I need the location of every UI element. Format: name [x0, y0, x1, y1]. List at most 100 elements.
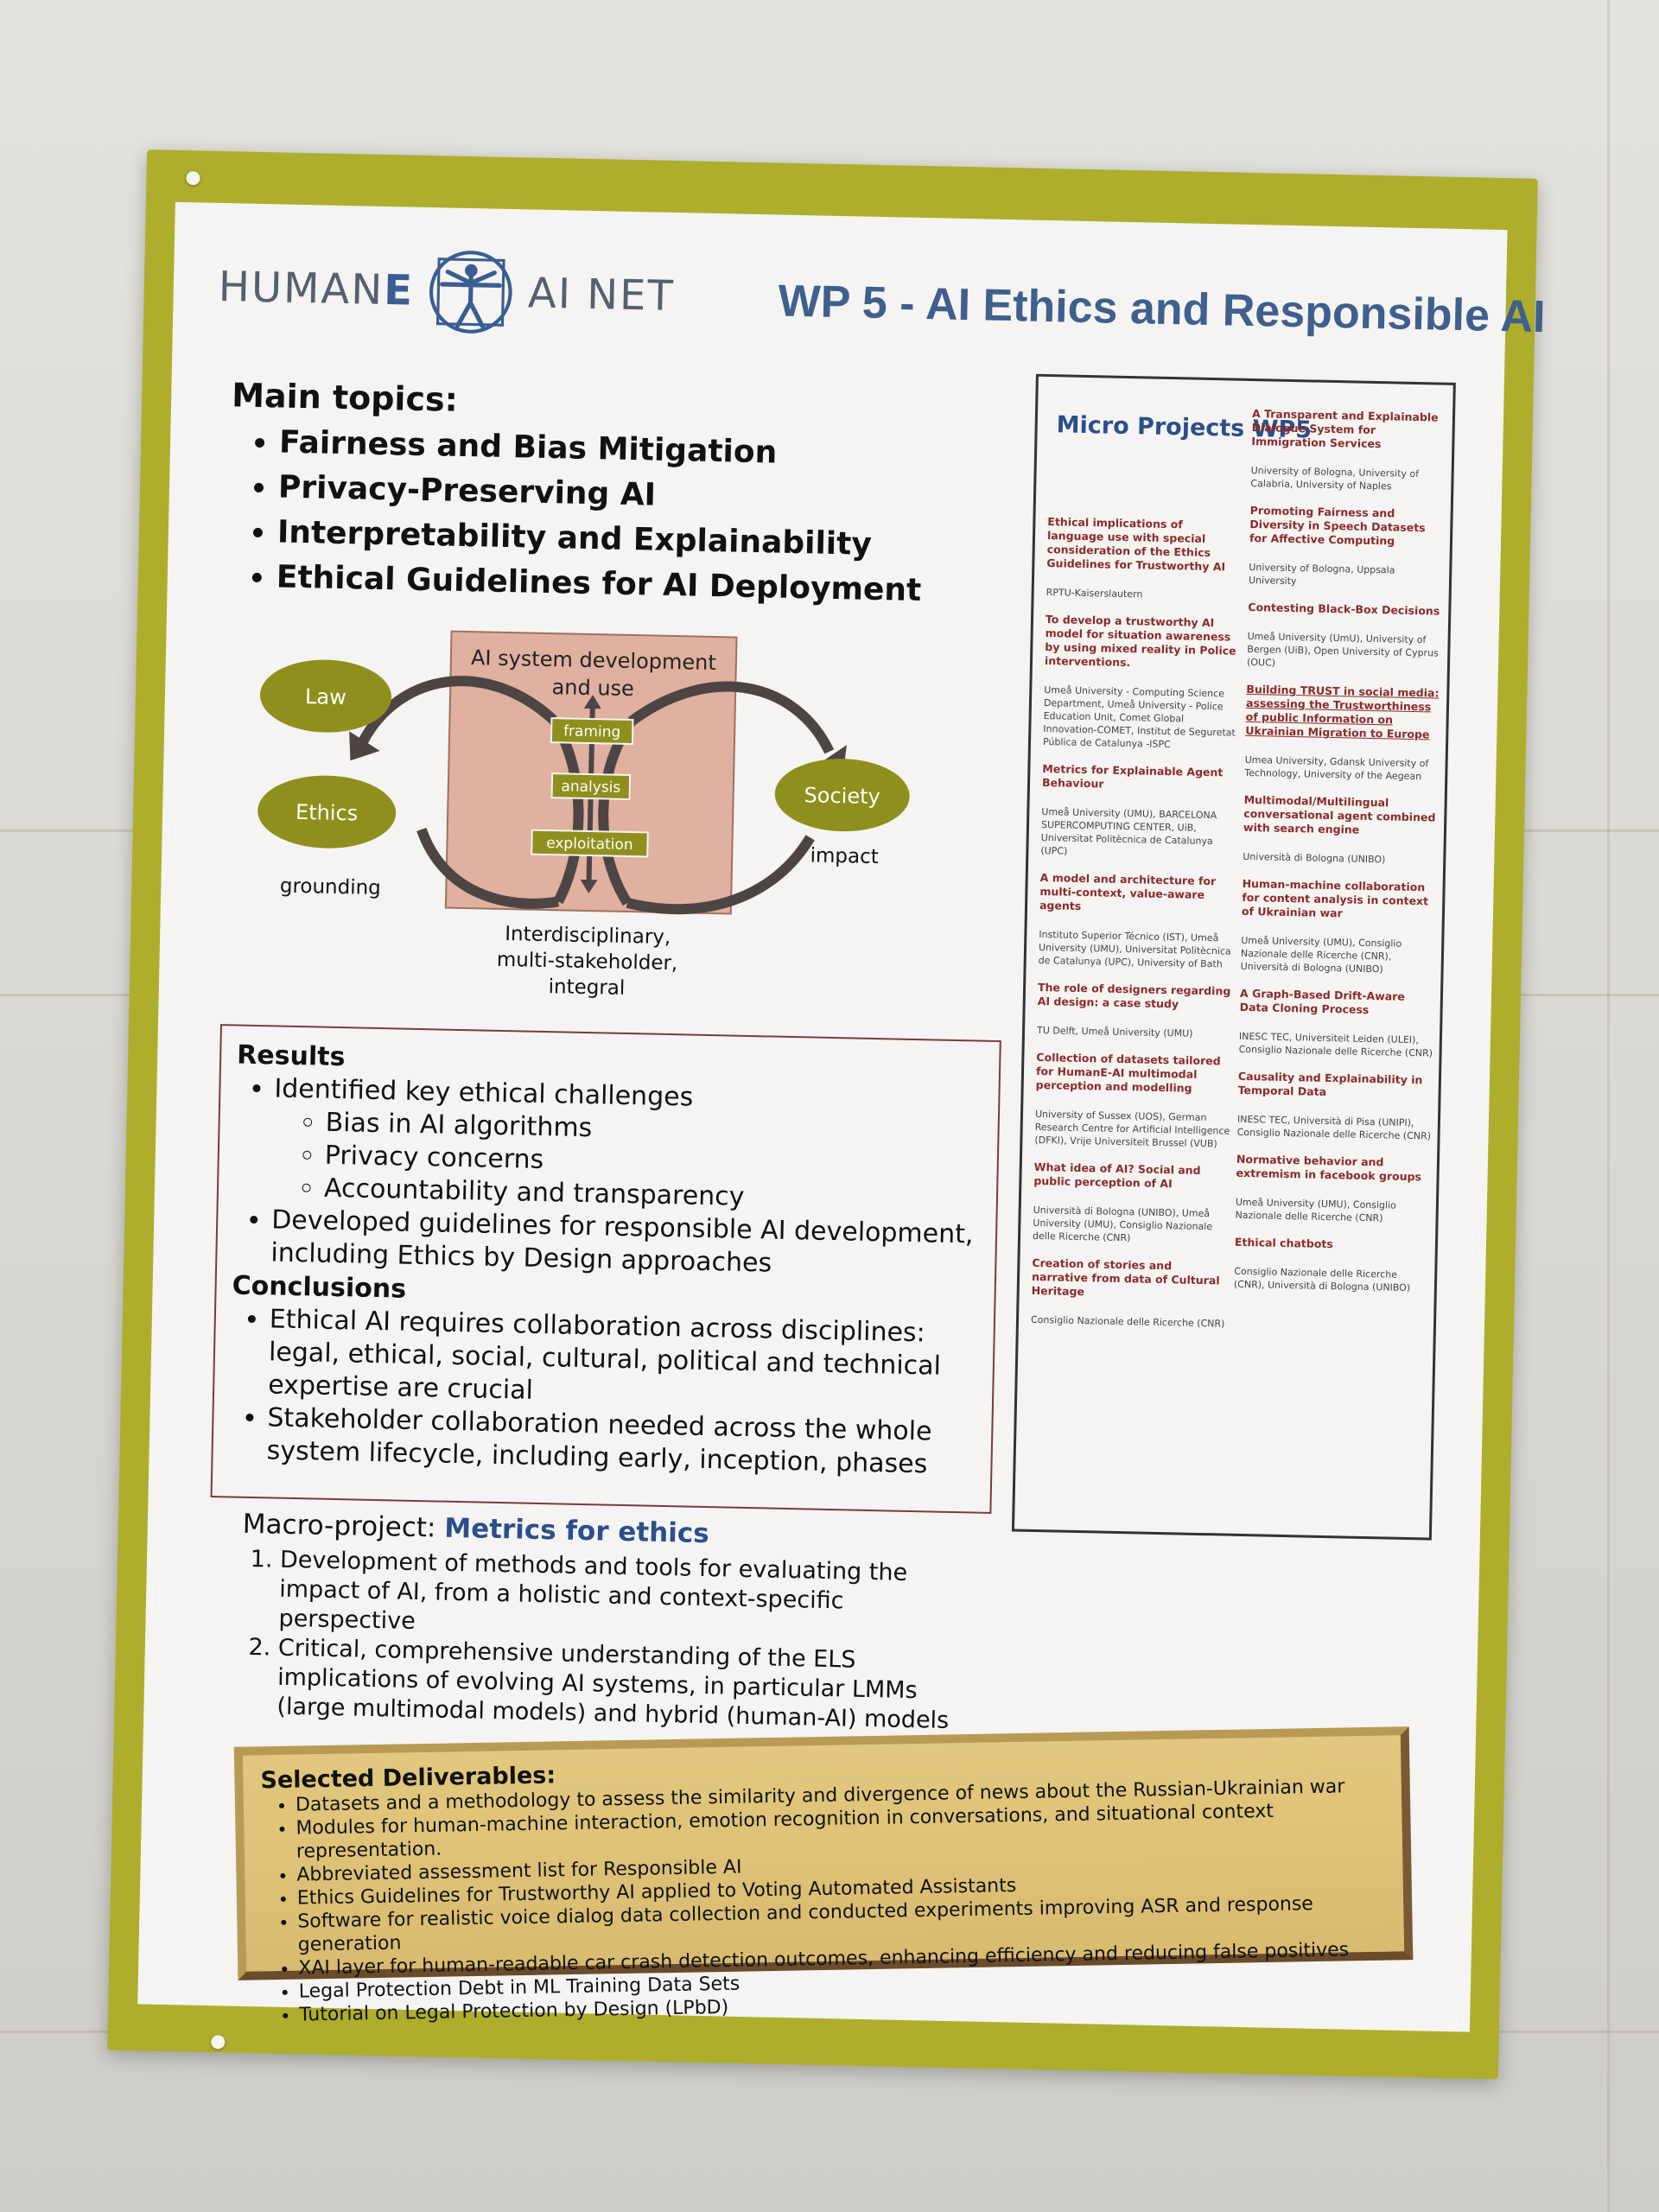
micro-project-institutions: Umeå University (UmU), University of Ber…	[1246, 630, 1439, 669]
micro-project-title: Creation of stories and narrative from d…	[1031, 1255, 1220, 1299]
node-society-label: Society	[804, 783, 880, 809]
stage-framing-box	[550, 717, 634, 746]
micro-project-institutions: University of Bologna, Uppsala Universit…	[1248, 561, 1395, 588]
micro-project-title: Ethical chatbots	[1234, 1235, 1333, 1251]
arrow-up	[583, 695, 601, 709]
arrow-down	[580, 879, 598, 894]
poster: HUMANE AI NET WP 5 - AI Ethics and Respo…	[107, 149, 1546, 2080]
results-box: Results Identified key ethical challenge…	[210, 1024, 1001, 1514]
micro-projects-panel: Micro Projects WP5 Ethical implications …	[1011, 373, 1456, 1541]
results-sublist: Bias in AI algorithms Privacy concerns A…	[272, 1105, 982, 1218]
micro-project: Ethical implications of language use wit…	[1046, 515, 1243, 603]
stage-analysis-box	[550, 772, 632, 801]
micro-project: Multimodal/Multilingual conversational a…	[1243, 793, 1440, 868]
label-impact: impact	[810, 844, 879, 868]
micro-project-title: Causality and Explainability in Temporal…	[1237, 1069, 1423, 1098]
micro-project: Promoting Fairness and Diversity in Spee…	[1249, 504, 1446, 591]
selected-deliverables: Selected Deliverables: Datasets and a me…	[233, 1726, 1414, 2026]
pin	[186, 171, 200, 186]
stage-exploitation: exploitation	[546, 835, 633, 854]
micro-projects-right-column: A Transparent and Explainable Dialogue S…	[1233, 407, 1447, 1309]
topics-list: Fairness and Bias Mitigation Privacy-Pre…	[227, 419, 991, 614]
micro-project-institutions: Umeå University - Computing Science Depa…	[1042, 684, 1236, 751]
vitruvian-man-icon	[429, 251, 512, 334]
results-item: Developed guidelines for responsible AI …	[270, 1204, 980, 1284]
micro-project-title: Ethical implications of language use wit…	[1046, 515, 1226, 574]
micro-project-title: Building TRUST in social media: assessin…	[1245, 682, 1440, 741]
loop-left-lower	[416, 827, 560, 909]
micro-project: A Graph-Based Drift-Aware Data Cloning P…	[1238, 987, 1435, 1060]
node-ethics	[257, 775, 397, 849]
micro-project-institutions: Instituto Superior Técnico (IST), Umeå U…	[1038, 928, 1231, 970]
macro-item: Development of methods and tools for eva…	[278, 1546, 968, 1649]
micro-project: Causality and Explainability in Temporal…	[1236, 1070, 1433, 1143]
conclusion-item: Stakeholder collaboration needed across …	[266, 1402, 976, 1482]
micro-project-title: Human-machine collaboration for content …	[1241, 876, 1429, 920]
ethics-process-diagram: AI system development and use framing an…	[257, 630, 910, 1000]
loop-right-lower	[626, 835, 815, 915]
macro-label: Macro-project:	[242, 1508, 445, 1544]
micro-project: To develop a trustworthy AI model for si…	[1043, 613, 1241, 753]
micro-project-institutions: INESC TEC, Universiteit Leiden (ULEI), C…	[1238, 1030, 1433, 1059]
loop-left-upper	[358, 676, 557, 745]
pin	[211, 2035, 226, 2050]
micro-project: The role of designers regarding AI desig…	[1037, 981, 1233, 1041]
micro-project: A Transparent and Explainable Dialogue S…	[1250, 407, 1447, 494]
micro-project-title: Collection of datasets tailored for Huma…	[1035, 1050, 1221, 1095]
node-law	[259, 659, 391, 733]
logo-text-ai-net: AI NET	[527, 269, 676, 321]
micro-project-institutions: Consiglio Nazionale delle Ricerche (CNR)…	[1233, 1265, 1411, 1294]
micro-project-institutions: University of Bologna, University of Cal…	[1250, 464, 1420, 493]
micro-project-title: Normative behavior and extremism in face…	[1236, 1152, 1422, 1184]
micro-project-title: A Transparent and Explainable Dialogue S…	[1251, 406, 1439, 451]
caption-line2: multi-stakeholder,	[497, 949, 678, 975]
logo-text-e: E	[383, 265, 415, 315]
micro-project-institutions: Umeå University (UMU), BARCELONA SUPERCO…	[1040, 805, 1217, 857]
caption-line1: Interdisciplinary,	[505, 923, 671, 949]
micro-project-institutions: Università di Bologna (UNIBO), Umeå Univ…	[1032, 1204, 1213, 1244]
arrow-head-left	[349, 731, 380, 761]
micro-project-institutions: Consiglio Nazionale delle Ricerche (CNR)	[1030, 1313, 1225, 1330]
micro-project-institutions: TU Delft, Umeå University (UMU)	[1036, 1024, 1193, 1039]
node-law-label: Law	[305, 684, 346, 709]
loop-right-upper	[627, 681, 835, 754]
caption-line3: integral	[548, 976, 625, 1000]
micro-project-title: Multimodal/Multilingual conversational a…	[1243, 792, 1436, 836]
micro-project-title: A Graph-Based Drift-Aware Data Cloning P…	[1239, 986, 1405, 1016]
micro-project: Creation of stories and narrative from d…	[1031, 1256, 1228, 1331]
poster-sheet: HUMANE AI NET WP 5 - AI Ethics and Respo…	[137, 201, 1546, 2032]
humane-ai-net-logo: HUMANE AI NET	[218, 239, 676, 344]
logo-text-human: HUMAN	[218, 262, 385, 315]
micro-project: What idea of AI? Social and public perce…	[1033, 1160, 1230, 1247]
micro-project-title: Contesting Black-Box Decisions	[1248, 600, 1440, 618]
micro-project-title: Metrics for Explainable Agent Behaviour	[1041, 762, 1224, 791]
conclusions-list: Ethical AI requires collaboration across…	[228, 1302, 978, 1482]
macro-item: Critical, comprehensive understanding of…	[276, 1634, 966, 1737]
micro-project-institutions: RPTU-Kaiserslautern	[1046, 587, 1143, 601]
main-topics: Main topics: Fairness and Bias Mitigatio…	[227, 376, 992, 614]
macro-project: Macro-project: Metrics for ethics Develo…	[238, 1509, 969, 1737]
micro-project-title: A model and architecture for multi-conte…	[1039, 870, 1217, 912]
box-title-line1: AI system development	[471, 645, 716, 675]
micro-project-institutions: INESC TEC, Università di Pisa (UNIPI), C…	[1236, 1113, 1432, 1142]
micro-project-title: What idea of AI? Social and public perce…	[1033, 1160, 1201, 1191]
results-list: Identified key ethical challenges Bias i…	[232, 1072, 983, 1285]
node-ethics-label: Ethics	[296, 800, 359, 826]
micro-project: A model and architecture for multi-conte…	[1039, 871, 1236, 971]
micro-project-institutions: University of Sussex (UOS), German Resea…	[1034, 1108, 1230, 1150]
conclusion-item: Ethical AI requires collaboration across…	[268, 1303, 978, 1416]
poster-title: WP 5 - AI Ethics and Responsible AI	[778, 276, 1547, 343]
micro-project-institutions: Umea University, Gdansk University of Te…	[1244, 753, 1429, 783]
micro-project-institutions: Università di Bologna (UNIBO)	[1243, 850, 1386, 866]
label-grounding: grounding	[280, 875, 381, 899]
stage-exploitation-box	[531, 829, 649, 858]
micro-project-institutions: Umeå University (UMU), Consiglio Naziona…	[1235, 1196, 1396, 1224]
micro-projects-left-column: Ethical implications of language use wit…	[1031, 515, 1243, 1344]
stage-framing: framing	[563, 722, 621, 741]
results-item: Identified key ethical challenges Bias i…	[272, 1072, 983, 1218]
micro-project-title: The role of designers regarding AI desig…	[1037, 980, 1231, 1011]
micro-project: Collection of datasets tailored for Huma…	[1034, 1051, 1231, 1151]
